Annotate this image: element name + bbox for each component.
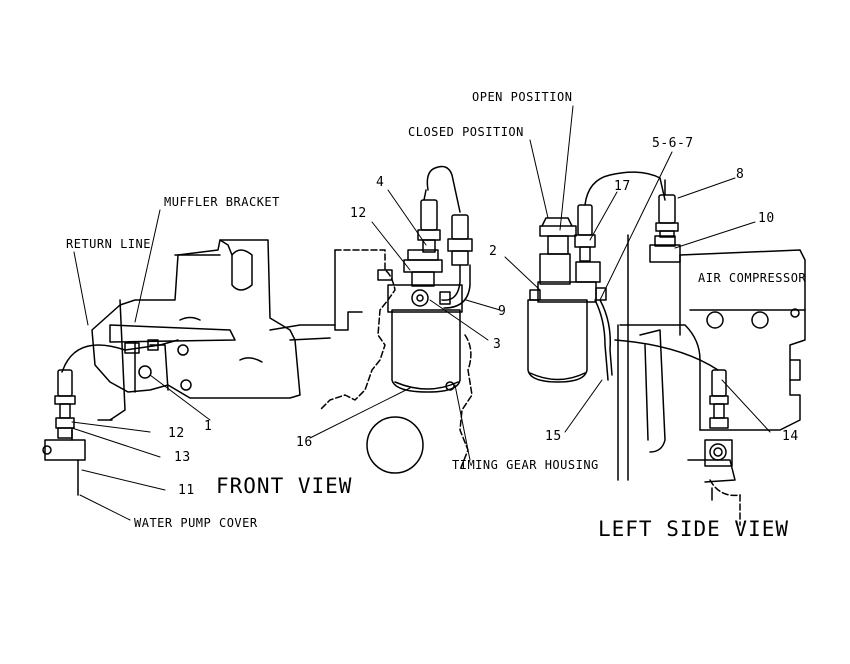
part-number-12-upper: 12 <box>350 206 367 221</box>
part-number-4: 4 <box>376 175 385 190</box>
timing-gear-housing <box>320 250 395 410</box>
part-number-5-6-7: 5-6-7 <box>652 136 694 151</box>
side-shutoff-valve-assembly <box>528 172 665 382</box>
closed-position-label: CLOSED POSITION <box>408 125 524 139</box>
air-compressor-body <box>618 180 805 525</box>
part-number-12-lower: 12 <box>168 426 185 441</box>
part-number-15: 15 <box>545 429 562 444</box>
part-number-11: 11 <box>178 483 195 498</box>
air-compressor-label: AIR COMPRESSOR <box>698 271 807 285</box>
timing-gear-housing-label: TIMING GEAR HOUSING <box>452 458 599 472</box>
left-side-view-title: LEFT SIDE VIEW <box>598 517 790 541</box>
part-number-8: 8 <box>736 167 745 182</box>
compressor-line-fitting <box>705 370 732 466</box>
part-number-3: 3 <box>493 337 502 352</box>
side-filter-head <box>538 282 596 302</box>
bracket-bolt <box>181 380 191 390</box>
part-number-10: 10 <box>758 211 775 226</box>
part-number-14: 14 <box>782 429 799 444</box>
part-number-1: 1 <box>204 419 213 434</box>
muffler-bracket-label: MUFFLER BRACKET <box>164 195 280 209</box>
bracket-slot <box>232 250 252 290</box>
return-line-fitting <box>125 343 139 353</box>
bracket-bolt <box>139 366 151 378</box>
muffler-bracket-shape <box>92 240 300 398</box>
front-view-title: FRONT VIEW <box>216 474 353 498</box>
water-pump-fitting <box>43 370 85 495</box>
open-position-label: OPEN POSITION <box>472 90 573 104</box>
water-pump-cover-label: WATER PUMP COVER <box>134 516 258 530</box>
leader-lines <box>72 106 770 520</box>
bracket-bolt <box>178 345 188 355</box>
part-number-13: 13 <box>174 450 191 465</box>
part-number-2: 2 <box>489 244 498 259</box>
front-filter-head <box>388 285 462 312</box>
part-number-9: 9 <box>498 304 507 319</box>
front-view-drawing <box>43 167 472 495</box>
front-shutoff-valve-assembly <box>378 167 472 392</box>
side-filter-canister <box>528 300 587 382</box>
return-line-label: RETURN LINE <box>66 237 151 251</box>
part-number-16: 16 <box>296 435 313 450</box>
front-filter-canister <box>392 310 460 392</box>
return-line-hose <box>62 345 125 372</box>
timing-gear <box>367 417 423 473</box>
part-number-17: 17 <box>614 179 631 194</box>
left-side-view-drawing <box>528 172 805 525</box>
